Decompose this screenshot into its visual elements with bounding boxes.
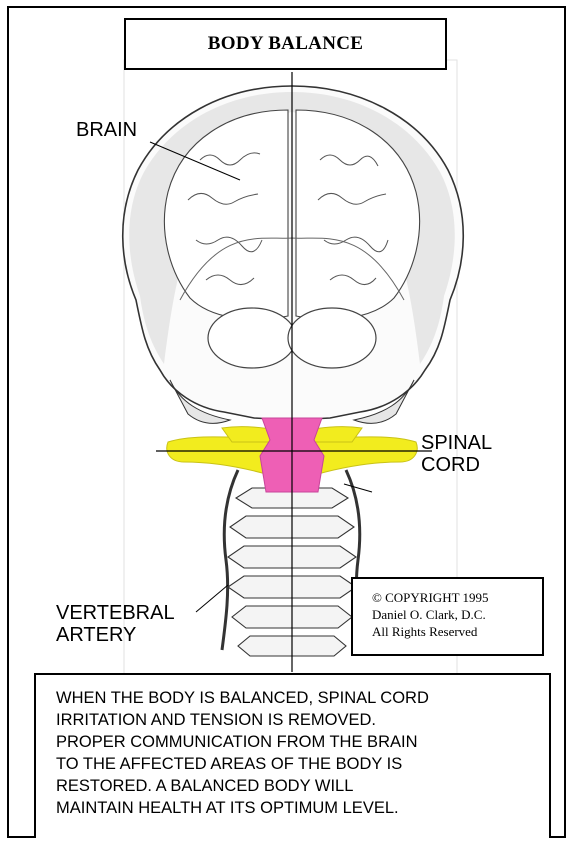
vertebral-artery-label-line1: VERTEBRAL (56, 602, 175, 624)
message-line3: PROPER COMMUNICATION FROM THE BRAIN (56, 731, 549, 753)
copyright-line3: All Rights Reserved (372, 623, 542, 640)
title-box: BODY BALANCE (124, 18, 447, 70)
spinal-cord-leader-line (344, 484, 372, 492)
spinal-cord-label: SPINAL CORD (421, 432, 492, 476)
copyright-box: © COPYRIGHT 1995 Daniel O. Clark, D.C. A… (351, 577, 544, 656)
message-box: WHEN THE BODY IS BALANCED, SPINAL CORD I… (34, 673, 551, 838)
vertebral-artery-leader-line (196, 585, 228, 612)
brain-label: BRAIN (76, 119, 137, 141)
message-line1: WHEN THE BODY IS BALANCED, SPINAL CORD (56, 687, 549, 709)
vertebral-artery-label: VERTEBRAL ARTERY (56, 602, 175, 646)
page-title: BODY BALANCE (208, 33, 363, 55)
vertebral-artery-label-line2: ARTERY (56, 624, 175, 646)
message-line6: MAINTAIN HEALTH AT ITS OPTIMUM LEVEL. (56, 797, 549, 819)
copyright-line1: © COPYRIGHT 1995 (372, 589, 542, 606)
message-line4: TO THE AFFECTED AREAS OF THE BODY IS (56, 753, 549, 775)
cerebellum-left (208, 308, 296, 368)
copyright-line2: Daniel O. Clark, D.C. (372, 606, 542, 623)
message-line5: RESTORED. A BALANCED BODY WILL (56, 775, 549, 797)
cerebellum-right (288, 308, 376, 368)
spinal-cord-label-line1: SPINAL (421, 432, 492, 454)
brain-label-text: BRAIN (76, 119, 137, 141)
spinal-cord-label-line2: CORD (421, 454, 492, 476)
message-line2: IRRITATION AND TENSION IS REMOVED. (56, 709, 549, 731)
